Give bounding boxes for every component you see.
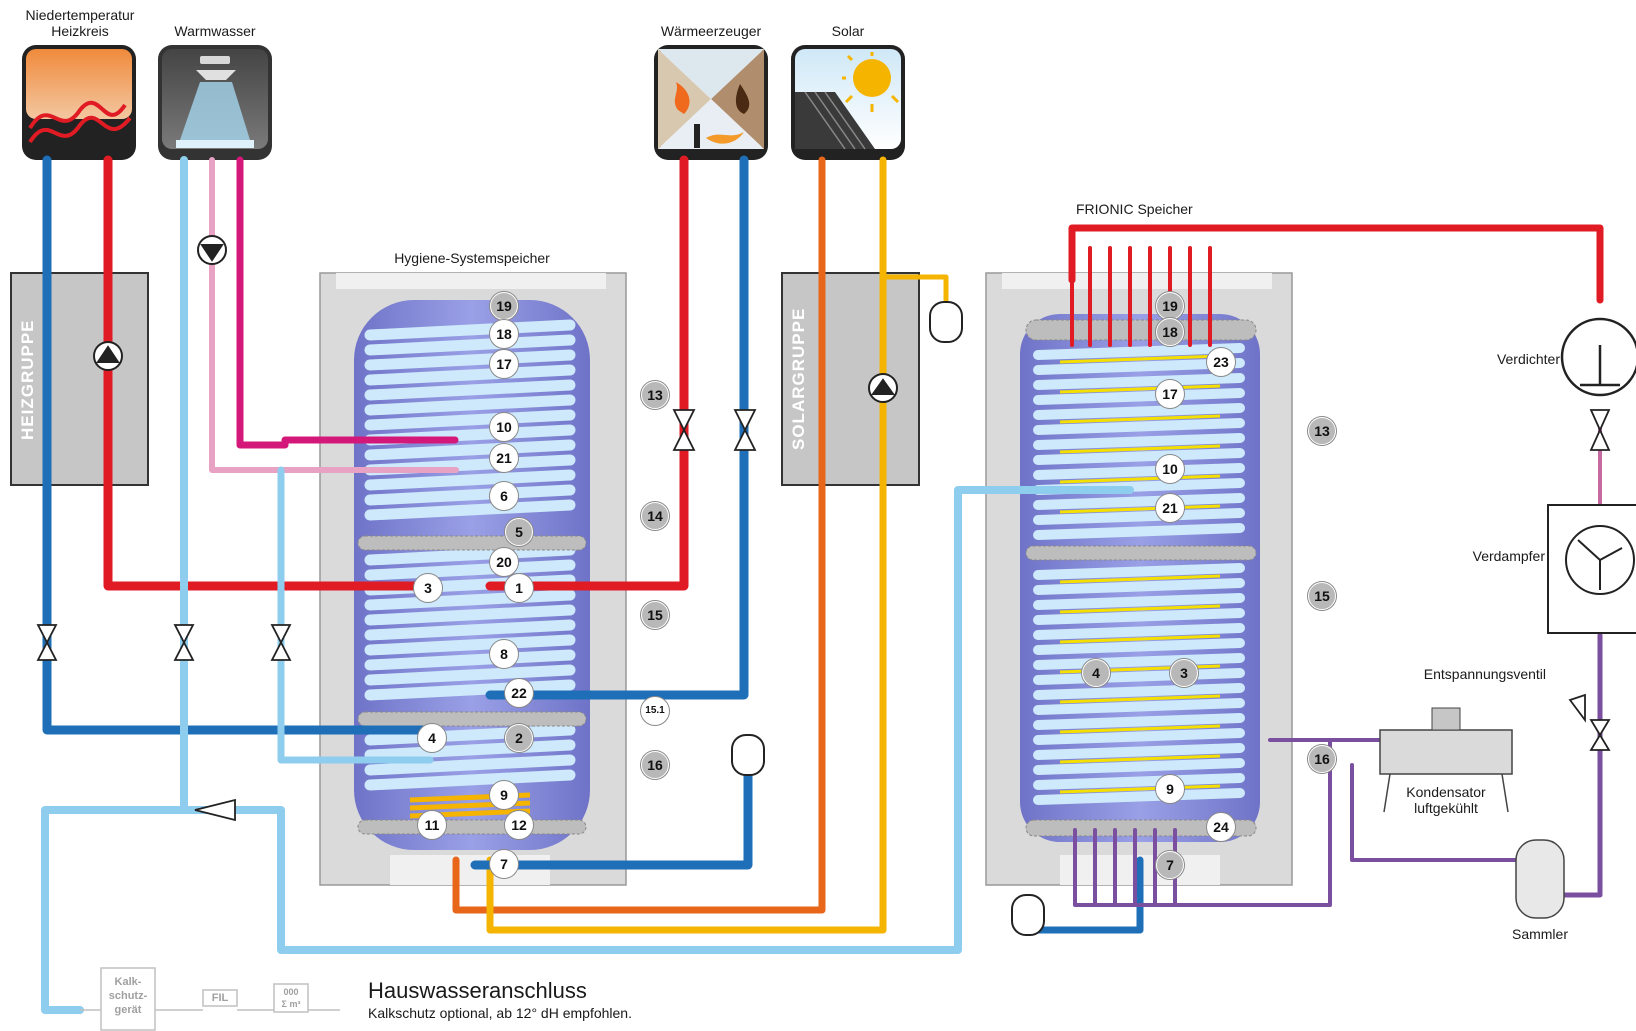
pipes bbox=[41, 155, 1604, 1014]
marker-left-14: 14 bbox=[641, 502, 669, 530]
marker-left-16: 16 bbox=[641, 751, 669, 779]
heating-circuit-label: Niedertemperatur Heizkreis bbox=[25, 7, 135, 39]
marker-right-24: 24 bbox=[1207, 813, 1235, 841]
hot-water-icon bbox=[158, 45, 272, 160]
heating-circuit-icon bbox=[22, 45, 136, 160]
hygiene-tank-label: Hygiene-Systemspeicher bbox=[394, 250, 550, 266]
marker-left-9: 9 bbox=[490, 781, 518, 809]
frionic-coils bbox=[1033, 343, 1245, 805]
meter-top-label: 000 bbox=[283, 987, 299, 997]
heat-generator-icon bbox=[654, 45, 768, 160]
water-connection-title: Hauswasseranschluss bbox=[368, 978, 587, 1003]
marker-left-4: 4 bbox=[418, 724, 446, 752]
evaporator-label: Verdampfer bbox=[1472, 548, 1545, 564]
marker-left-8: 8 bbox=[490, 640, 518, 668]
valves bbox=[36, 409, 1611, 822]
marker-left-7: 7 bbox=[490, 850, 518, 878]
heating-group-label: HEIZGRUPPE bbox=[18, 319, 37, 440]
marker-left-2: 2 bbox=[505, 724, 533, 752]
marker-right-4: 4 bbox=[1082, 659, 1110, 687]
water-connection-note: Kalkschutz optional, ab 12° dH empfohlen… bbox=[368, 1005, 632, 1021]
filter-label: FIL bbox=[211, 992, 229, 1004]
marker-left-1: 1 bbox=[505, 574, 533, 602]
marker-left-11: 11 bbox=[418, 811, 446, 839]
marker-left-13: 13 bbox=[641, 381, 669, 409]
marker-right-19: 19 bbox=[1156, 292, 1184, 320]
marker-left-19: 19 bbox=[490, 292, 518, 320]
solar-group-box bbox=[781, 272, 920, 486]
compressor-symbol bbox=[1560, 317, 1636, 397]
marker-left-18: 18 bbox=[490, 320, 518, 348]
marker-right-23: 23 bbox=[1207, 348, 1235, 376]
expansion-vessels bbox=[731, 301, 1045, 936]
marker-right-3: 3 bbox=[1170, 659, 1198, 687]
marker-left-3: 3 bbox=[414, 574, 442, 602]
marker-left-15: 15 bbox=[641, 601, 669, 629]
solar-icon bbox=[791, 45, 905, 160]
marker-left-10: 10 bbox=[490, 413, 518, 441]
water-line-devices bbox=[80, 967, 340, 1031]
pumps bbox=[93, 235, 898, 403]
marker-right-16: 16 bbox=[1308, 745, 1336, 773]
meter-bottom-label: Σ m³ bbox=[281, 999, 301, 1009]
condenser-symbol bbox=[1379, 707, 1513, 813]
condenser-label: Kondensator luftgekühlt bbox=[1406, 784, 1486, 816]
frionic-tank-label: FRIONIC Speicher bbox=[1076, 201, 1193, 217]
heat-generator-label: Wärmeerzeuger bbox=[660, 23, 762, 39]
marker-left-20: 20 bbox=[490, 548, 518, 576]
marker-right-21: 21 bbox=[1156, 494, 1184, 522]
marker-left-12: 12 bbox=[505, 811, 533, 839]
frionic-yellow-coils bbox=[1059, 354, 1221, 794]
compressor-label: Verdichter bbox=[1496, 351, 1560, 367]
collector-label: Sammler bbox=[1511, 926, 1568, 942]
marker-left-22: 22 bbox=[505, 679, 533, 707]
hygiene-coils bbox=[364, 319, 576, 791]
evaporator-symbol bbox=[1547, 504, 1636, 634]
frionic-separators bbox=[1025, 319, 1257, 837]
hot-water-label: Warmwasser bbox=[174, 23, 256, 39]
lime-device-label: Kalk- schutz- gerät bbox=[108, 976, 148, 1016]
solar-label: Solar bbox=[831, 23, 865, 39]
marker-right-7: 7 bbox=[1156, 851, 1184, 879]
marker-left-21: 21 bbox=[490, 444, 518, 472]
marker-right-18: 18 bbox=[1156, 318, 1184, 346]
marker-right-15: 15 bbox=[1308, 582, 1336, 610]
marker-right-13: 13 bbox=[1308, 417, 1336, 445]
expansion-valve-label: Entspannungsventil bbox=[1423, 666, 1546, 682]
marker-left-6: 6 bbox=[490, 482, 518, 510]
heating-group-box bbox=[10, 272, 149, 486]
marker-right-10: 10 bbox=[1156, 455, 1184, 483]
marker-left-5: 5 bbox=[505, 518, 533, 546]
marker-left-17: 17 bbox=[490, 350, 518, 378]
marker-left-15-1: 15.1 bbox=[641, 697, 669, 725]
solar-group-label: SOLARGRUPPE bbox=[789, 307, 808, 450]
marker-right-17: 17 bbox=[1156, 380, 1184, 408]
collector-symbol bbox=[1515, 839, 1565, 919]
marker-right-9: 9 bbox=[1156, 775, 1184, 803]
